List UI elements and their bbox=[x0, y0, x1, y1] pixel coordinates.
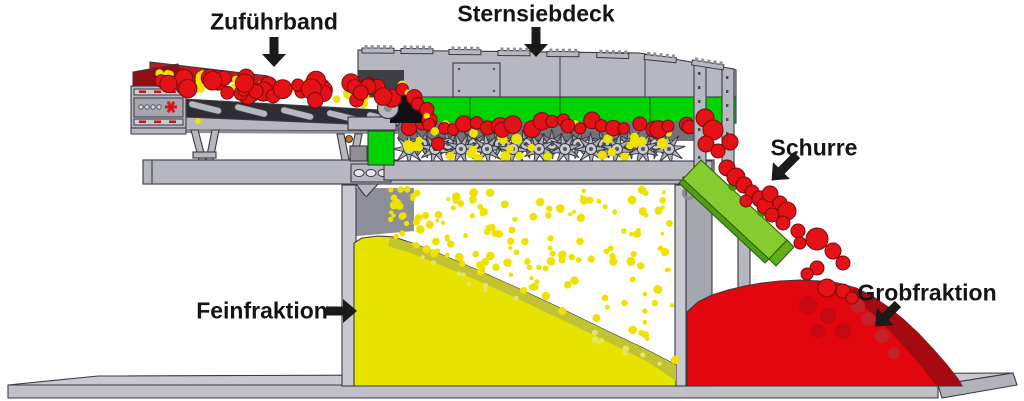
coarse-fraction-label: Grobfraktion bbox=[857, 279, 997, 306]
roof-brackets bbox=[361, 45, 725, 71]
screen-deck-label: Sternsiebdeck bbox=[457, 0, 615, 27]
star-screen-deck bbox=[357, 45, 737, 200]
coarse-fraction-pile bbox=[686, 279, 963, 387]
red-asterisk-mark bbox=[165, 101, 177, 113]
transfer-cascade bbox=[395, 80, 445, 151]
discharge-chute bbox=[678, 159, 795, 267]
chute-label: Schurre bbox=[770, 134, 858, 161]
coarse-fraction-arrow bbox=[875, 300, 902, 327]
label-arrows bbox=[262, 27, 902, 327]
coarse-cascade bbox=[695, 108, 859, 305]
screen-deck-arrow bbox=[524, 27, 548, 57]
chute-arrow bbox=[771, 151, 801, 181]
fine-fraction-pile bbox=[353, 235, 677, 387]
fine-particle-rain bbox=[388, 185, 680, 364]
conveyor-material bbox=[154, 68, 402, 109]
fine-fraction-arrow bbox=[326, 299, 357, 323]
conveyor-legs bbox=[190, 129, 363, 161]
feed-conveyor-arrow bbox=[262, 37, 286, 67]
fine-fraction-label: Feinfraktion bbox=[196, 297, 328, 324]
feed-conveyor-label: Zuführband bbox=[210, 8, 338, 35]
